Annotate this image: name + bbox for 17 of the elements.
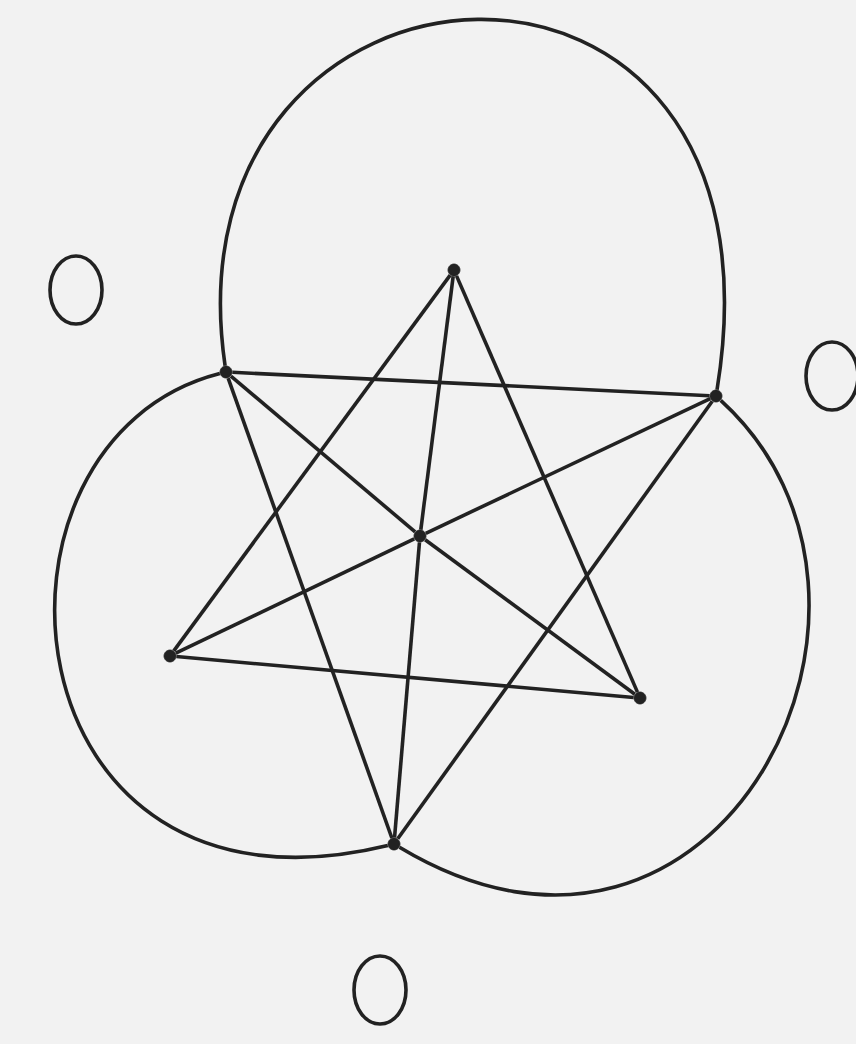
curved-line <box>221 18 726 390</box>
straight-line <box>425 397 711 535</box>
straight-line <box>419 276 455 530</box>
straight-line <box>172 274 452 652</box>
small-circle <box>352 954 408 1026</box>
small-circle <box>48 254 104 326</box>
straight-line <box>232 370 710 398</box>
straight-line <box>229 374 417 534</box>
straight-line <box>176 654 634 700</box>
straight-line <box>392 542 422 838</box>
curved-line <box>52 371 388 860</box>
straight-line <box>226 377 394 839</box>
straight-line <box>175 537 415 655</box>
curved-line <box>398 399 810 897</box>
straight-line <box>454 275 640 693</box>
straight-line <box>396 400 714 840</box>
straight-line <box>424 538 636 696</box>
